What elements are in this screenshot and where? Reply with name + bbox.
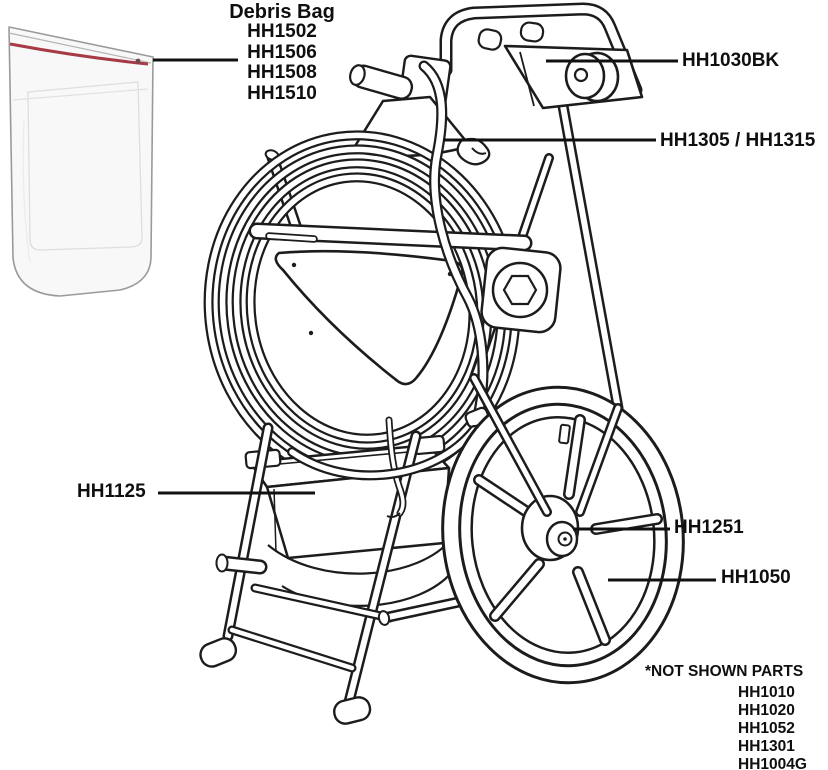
not-shown-part-number: HH1004G — [738, 756, 807, 770]
wheel-drawing — [441, 373, 685, 685]
callout-pulley-assembly: HH1030BK — [682, 50, 780, 71]
tank-drawing — [244, 434, 453, 607]
not-shown-parts-list: HH1010 HH1020 HH1052 HH1301 HH1004G — [738, 684, 807, 770]
debris-bag-part-number: HH1508 — [247, 62, 317, 83]
debris-bag-part-number: HH1502 — [247, 21, 317, 42]
callout-hose-clamp: HH1305 / HH1315 — [660, 130, 816, 151]
legs-drawing — [199, 416, 479, 725]
leader-lines — [153, 58, 716, 582]
not-shown-parts-title: *NOT SHOWN PARTS — [645, 663, 804, 680]
debris-bag-part-number: HH1510 — [247, 82, 317, 104]
guide-hose-drawing — [418, 60, 491, 429]
wheel-spokes — [473, 414, 663, 646]
faceplate-drawing — [274, 249, 464, 386]
support-bar-drawing — [248, 222, 533, 252]
motor-pulley-drawing — [349, 2, 644, 158]
debris-bag-label-block: Debris Bag HH1502 HH1506 HH1508 HH1510 — [222, 2, 342, 104]
not-shown-part-number: HH1301 — [738, 738, 795, 755]
not-shown-part-number: HH1010 — [738, 684, 795, 701]
not-shown-part-number: HH1052 — [738, 720, 795, 737]
callout-wheel-hub: HH1251 — [674, 517, 744, 538]
bearing-drawing — [480, 246, 562, 334]
debris-bag-drawing — [8, 26, 154, 297]
callout-tank: HH1125 — [77, 481, 146, 502]
debris-bag-title: Debris Bag — [229, 1, 335, 23]
debris-bag-part-number: HH1506 — [247, 41, 317, 63]
callout-wheel: HH1050 — [721, 567, 791, 588]
not-shown-part-number: HH1020 — [738, 702, 795, 719]
